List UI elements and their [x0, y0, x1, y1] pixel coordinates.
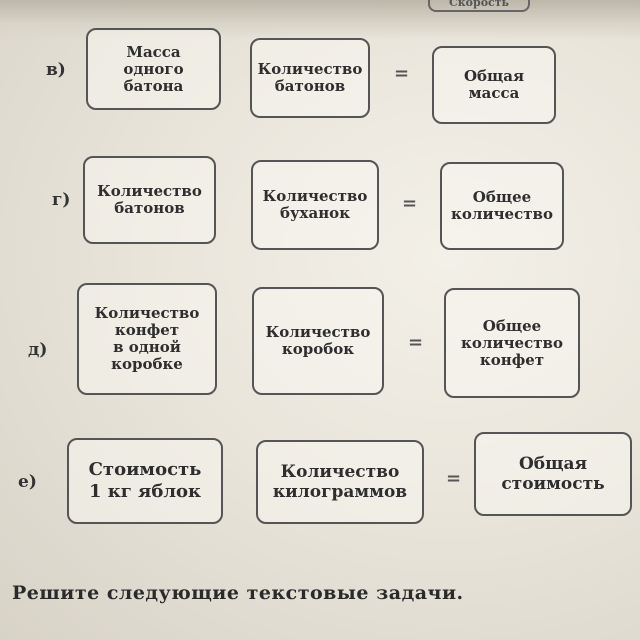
- box-total-mass: Общая масса: [432, 46, 556, 124]
- row-letter-v: в): [46, 60, 66, 80]
- section-heading: Решите следующие текстовые задачи.: [12, 582, 464, 604]
- box-loaf-count: Количество батонов: [250, 38, 370, 118]
- box-mass-one-loaf: Масса одного батона: [86, 28, 221, 110]
- equals-sign: =: [408, 332, 424, 353]
- box-box-count: Количество коробок: [252, 287, 384, 395]
- row-letter-e: е): [18, 472, 37, 492]
- box-total-candies: Общее количество конфет: [444, 288, 580, 398]
- row-letter-d: д): [28, 340, 48, 360]
- box-total-count: Общее количество: [440, 162, 564, 250]
- previous-row-box: Скорость: [428, 0, 530, 12]
- box-bread-count: Количество буханок: [251, 160, 379, 250]
- box-candies-per-box: Количество конфет в одной коробке: [77, 283, 217, 395]
- equals-sign: =: [402, 193, 418, 214]
- row-letter-g: г): [52, 190, 71, 210]
- equals-sign: =: [446, 468, 462, 489]
- box-total-cost: Общая стоимость: [474, 432, 632, 516]
- box-price-per-kg: Стоимость 1 кг яблок: [67, 438, 223, 524]
- box-kilogram-count: Количество килограммов: [256, 440, 424, 524]
- equals-sign: =: [394, 63, 410, 84]
- box-loaf-count: Количество батонов: [83, 156, 216, 244]
